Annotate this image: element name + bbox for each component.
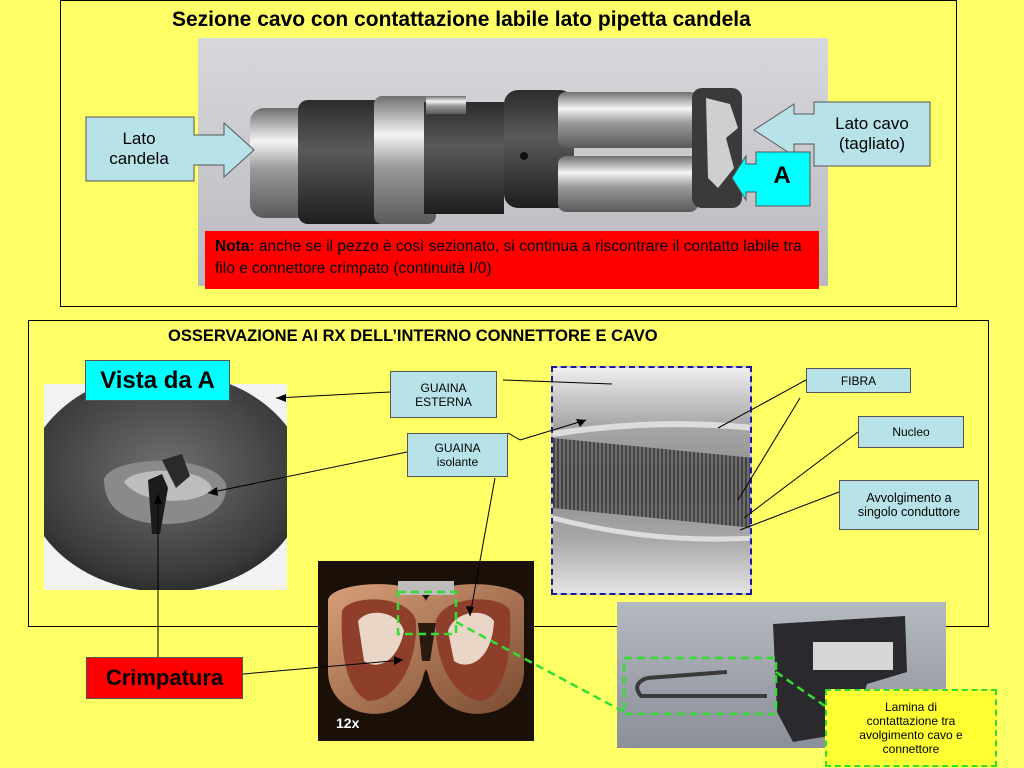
nucleo-label: Nucleo bbox=[858, 416, 964, 448]
lamina-label: Lamina di contattazione tra avolgimento … bbox=[825, 689, 997, 767]
a-marker-arrow bbox=[731, 151, 811, 207]
lato-candela-arrow bbox=[85, 116, 255, 182]
xray-view-a bbox=[44, 384, 287, 590]
guaina-esterna-label: GUAINA ESTERNA bbox=[390, 371, 497, 418]
avvolgimento-label: Avvolgimento a singolo conduttore bbox=[839, 480, 979, 530]
bottom-title: OSSERVAZIONE AI RX DELL’INTERNO CONNETTO… bbox=[168, 327, 658, 345]
top-title: Sezione cavo con contattazione labile la… bbox=[172, 8, 751, 31]
crimpatura-label: Crimpatura bbox=[86, 657, 243, 699]
lato-cavo-arrow bbox=[753, 101, 931, 167]
lato-cavo-label: Lato cavo (tagliato) bbox=[835, 114, 909, 153]
vista-label: Vista da A bbox=[85, 360, 230, 401]
note-text: anche se il pezzo è così sezionato, si c… bbox=[215, 238, 802, 277]
fibra-label: FIBRA bbox=[806, 368, 911, 393]
note-label: Nota: bbox=[215, 238, 255, 255]
xray-side-view bbox=[551, 366, 752, 595]
zoom-label: 12x bbox=[336, 715, 360, 731]
note-box: Nota: anche se il pezzo è così sezionato… bbox=[205, 231, 819, 289]
guaina-isolante-label: GUAINA isolante bbox=[407, 433, 508, 477]
a-marker-label: A bbox=[773, 162, 791, 189]
lato-candela-label: Lato candela bbox=[109, 129, 169, 168]
